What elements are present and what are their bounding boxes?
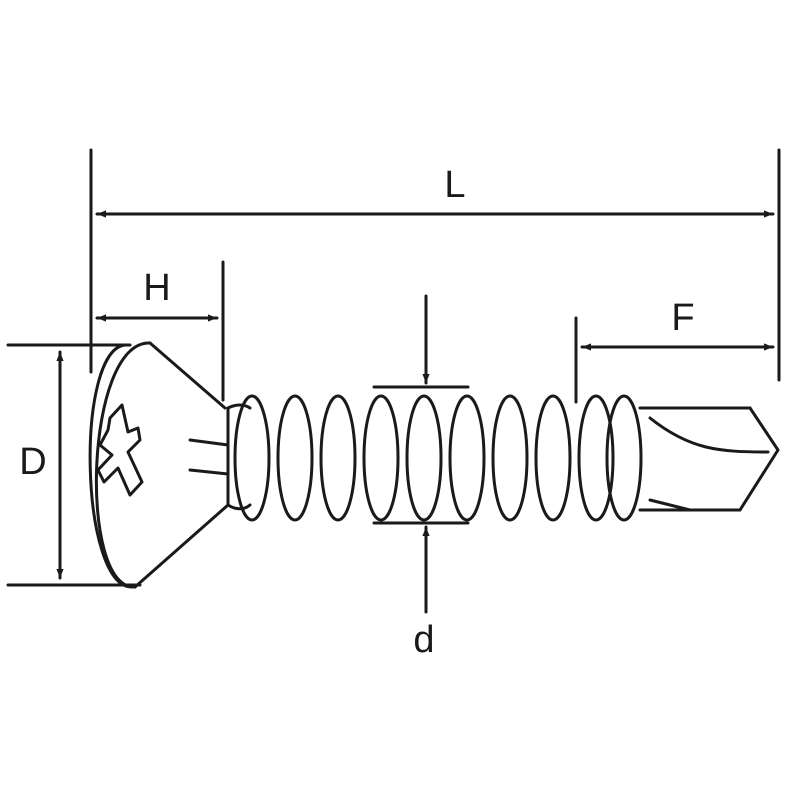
label-L: L <box>444 164 466 206</box>
thread-coils <box>233 394 643 522</box>
drill-tip <box>638 406 780 512</box>
label-D: D <box>19 441 47 483</box>
screw-shank <box>226 403 252 511</box>
label-F: F <box>671 297 695 339</box>
phillips-recess-icon <box>96 403 144 497</box>
label-d: d <box>413 619 435 661</box>
screw-head <box>88 341 230 589</box>
label-H: H <box>143 267 171 309</box>
